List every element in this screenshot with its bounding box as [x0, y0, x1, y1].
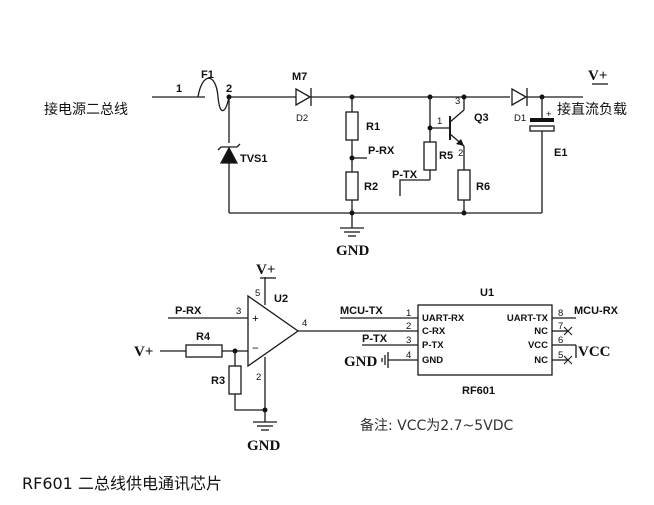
vcc-right-label: VCC [578, 344, 611, 360]
u2-minus-label: − [252, 341, 259, 355]
r1-label: R1 [366, 121, 380, 133]
resistor-r6 [457, 169, 471, 201]
u1-pin-number: 3 [406, 335, 411, 346]
p-tx-wire [399, 179, 430, 196]
u1-pin-number: 1 [406, 308, 411, 319]
input-label: 接电源二总线 [44, 101, 128, 118]
mcu-tx-label: MCU-TX [340, 305, 383, 317]
e1-plus-label: + [546, 109, 552, 120]
u1-pin-name: VCC [528, 340, 548, 351]
q3-pin2-label: 2 [458, 148, 463, 159]
fuse-f1-symbol [197, 77, 230, 112]
capacitor-e1 [530, 118, 554, 122]
chip-u1 [417, 304, 553, 376]
u1-pin-name: P-TX [422, 340, 444, 351]
u1-pin-number: 7 [558, 321, 563, 332]
mcu-rx-label: MCU-RX [574, 305, 619, 317]
tvs1-symbol [219, 146, 239, 164]
u2-vplus-label: V+ [256, 262, 275, 278]
r6-label: R6 [476, 181, 490, 193]
gnd-bottom-label: GND [247, 438, 281, 454]
u1-pin-name: C-RX [422, 326, 446, 337]
resistor-r5 [423, 141, 437, 171]
junction-dot [461, 94, 467, 100]
output-label: 接直流负载 [557, 101, 627, 118]
resistor-r2 [345, 171, 359, 201]
u2-plus-label: + [252, 311, 259, 325]
diode-d2-symbol [295, 87, 312, 107]
u2-label: U2 [274, 293, 288, 305]
resistor-r1 [345, 111, 359, 141]
tvs1-label: TVS1 [240, 153, 268, 165]
tvs1-bar [217, 143, 241, 151]
p-tx-top-label: P-TX [392, 169, 418, 181]
r3-label: R3 [211, 375, 225, 387]
u2-pin3-label: 3 [236, 306, 241, 317]
u2-pin4-label: 4 [302, 318, 307, 329]
u1-left-pins: 1 UART-RX 2 C-RX 3 P-TX 4 GND [406, 308, 465, 366]
q3-emitter-arrow [456, 139, 464, 146]
r5-label: R5 [439, 150, 453, 162]
q3-pin3-label: 3 [455, 96, 460, 107]
capacitor-e1-plate [529, 125, 555, 132]
u1-pin-name: UART-TX [507, 313, 549, 324]
diode-d1-symbol [511, 87, 528, 107]
r3-wire-bottom [234, 394, 265, 411]
vplus-input-label: V+ [134, 344, 153, 360]
resistor-r4 [185, 344, 223, 358]
d2-label: D2 [296, 113, 308, 124]
u1-pin-number: 6 [558, 335, 563, 346]
vplus-top-label: V+ [588, 68, 607, 84]
u1-pin-name: NC [534, 355, 548, 366]
fuse-f1-label: F1 [201, 69, 214, 81]
u2-pin5-label: 5 [255, 288, 260, 299]
resistor-r3 [228, 365, 242, 395]
q3-pin1-label: 1 [437, 116, 442, 127]
gnd-pin-label: GND [344, 354, 378, 370]
r4-label: R4 [196, 331, 211, 343]
node-2-label: 2 [226, 83, 232, 95]
d1-label: D1 [514, 113, 526, 124]
nc-cross-icon [563, 355, 573, 365]
p-rx-bottom-label: P-RX [175, 305, 202, 317]
note-text: 备注: VCC为2.7~5VDC [360, 417, 514, 434]
q3-collector [449, 109, 465, 123]
u1-pin-name: GND [422, 355, 443, 366]
u1-pin-name: NC [534, 326, 548, 337]
u1-part-label: RF601 [462, 385, 495, 397]
e1-label: E1 [554, 147, 567, 159]
u1-pin-name: UART-RX [422, 313, 465, 324]
p-rx-label: P-RX [368, 145, 395, 157]
caption: RF601 二总线供电通讯芯片 [22, 474, 222, 493]
r2-label: R2 [364, 181, 378, 193]
u2-pin2-label: 2 [256, 372, 261, 383]
gnd-top-label: GND [336, 243, 370, 259]
u1-pin-number: 5 [558, 350, 563, 361]
u1-pin-number: 8 [558, 308, 563, 319]
u1-pin-number: 2 [406, 321, 411, 332]
opamp-u2 [247, 294, 300, 368]
p-tx-bottom-label: P-TX [362, 333, 388, 345]
m7-label: M7 [292, 71, 307, 83]
u1-label: U1 [480, 287, 494, 299]
q3-label: Q3 [474, 112, 489, 124]
node-1-label: 1 [176, 83, 182, 95]
u1-pin-number: 4 [406, 350, 411, 361]
nc-cross-icon [563, 326, 573, 336]
